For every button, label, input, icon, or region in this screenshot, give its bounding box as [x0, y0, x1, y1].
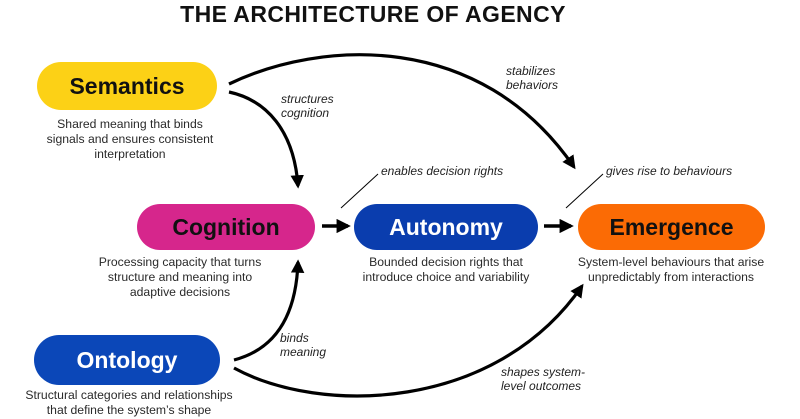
node-semantics-description: Shared meaning that binds signals and en…: [46, 117, 214, 161]
edge-label-gives-rise-to-behaviours: gives rise to behaviours: [606, 164, 733, 178]
node-emergence-label: Emergence: [609, 213, 734, 240]
edge-label-shapes-system-level-outcomes: shapes system-level outcomes: [501, 365, 586, 393]
arrow-ontology-emergence: [233, 283, 584, 398]
arrow-semantics-cognition: [228, 90, 304, 189]
node-autonomy: Autonomy: [354, 204, 538, 250]
node-cognition-label: Cognition: [172, 213, 280, 240]
arrow-ontology-cognition: [233, 259, 305, 362]
node-semantics: Semantics: [37, 62, 217, 110]
node-emergence: Emergence: [578, 204, 765, 250]
node-autonomy-description: Bounded decision rights that introduce c…: [362, 255, 530, 284]
node-ontology-description: Structural categories and relationships …: [25, 388, 233, 417]
node-semantics-label: Semantics: [69, 72, 185, 99]
node-cognition-description: Processing capacity that turns structure…: [98, 255, 262, 299]
leader-line-decision-rights: [340, 173, 379, 209]
node-cognition: Cognition: [137, 204, 315, 250]
arrow-semantics-emergence: [228, 53, 576, 170]
leader-line-rise-behaviours: [565, 173, 604, 209]
node-ontology: Ontology: [34, 335, 220, 385]
edge-label-binds-meaning: binds meaning: [280, 331, 327, 359]
node-ontology-label: Ontology: [76, 346, 178, 373]
node-emergence-description: System-level behaviours that arise unpre…: [577, 255, 765, 284]
edge-label-stabilizes-behaviors: stabilizes behaviors: [506, 64, 559, 92]
node-autonomy-label: Autonomy: [389, 213, 503, 240]
edge-label-enables-decision-rights: enables decision rights: [381, 164, 504, 178]
diagram-title: THE ARCHITECTURE OF AGENCY: [180, 1, 566, 27]
edge-label-structures-cognition: structures cognition: [281, 92, 334, 120]
